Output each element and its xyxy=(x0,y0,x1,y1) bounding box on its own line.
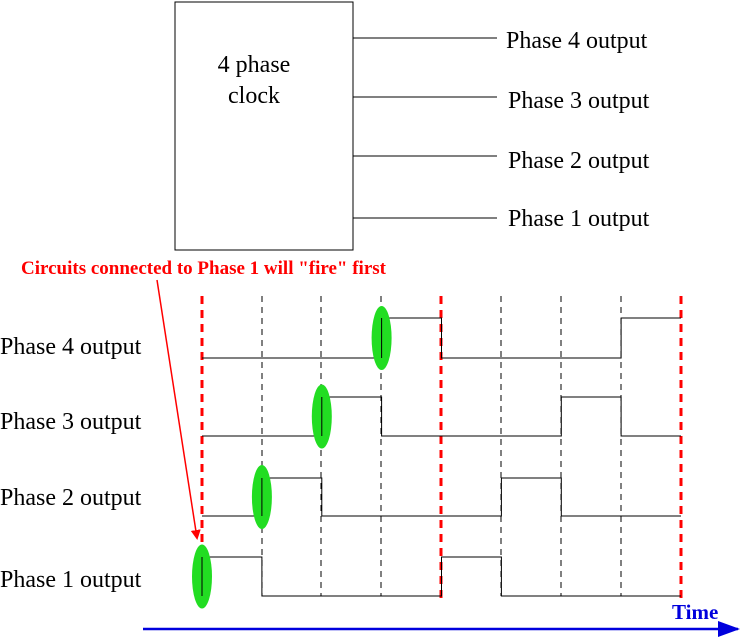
clock-block: 4 phase clock Phase 4 output Phase 3 out… xyxy=(174,1,650,251)
timing-label-phase4: Phase 4 output xyxy=(0,334,142,360)
annotation-arrow xyxy=(156,279,201,540)
clock-output-label-phase2: Phase 2 output xyxy=(508,148,650,174)
waveform-phase4 xyxy=(202,317,681,359)
timing-label-phase3: Phase 3 output xyxy=(0,409,142,435)
clock-label-line1: 4 phase xyxy=(218,52,291,78)
fire-highlights xyxy=(192,306,392,609)
waveform-phase3 xyxy=(202,396,681,437)
timing-label-phase1: Phase 1 output xyxy=(0,567,142,593)
timing-label-phase2: Phase 2 output xyxy=(0,485,142,511)
clock-output-label-phase1: Phase 1 output xyxy=(508,206,650,232)
time-axis-label: Time xyxy=(672,600,718,624)
waveform-phase1 xyxy=(202,556,681,597)
clock-box xyxy=(174,1,354,251)
clock-output-label-phase3: Phase 3 output xyxy=(508,88,650,114)
clock-output-label-phase4: Phase 4 output xyxy=(506,28,648,54)
annotation-text: Circuits connected to Phase 1 will "fire… xyxy=(21,258,387,279)
clock-label-line2: clock xyxy=(228,83,280,109)
